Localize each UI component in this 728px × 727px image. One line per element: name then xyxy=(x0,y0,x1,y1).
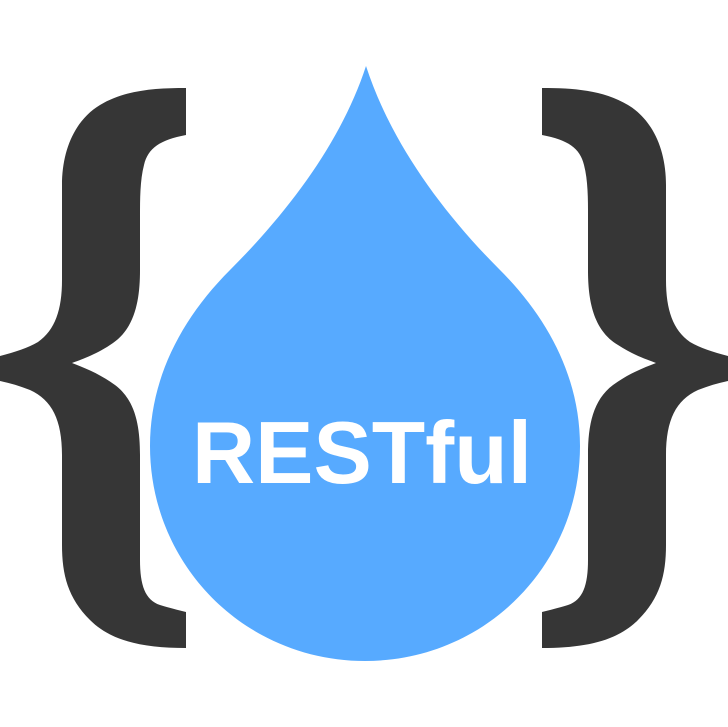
logo-text: RESTful xyxy=(192,403,532,502)
water-drop-icon xyxy=(150,66,580,661)
left-curly-brace-icon xyxy=(0,88,186,648)
right-curly-brace-icon xyxy=(542,88,728,648)
